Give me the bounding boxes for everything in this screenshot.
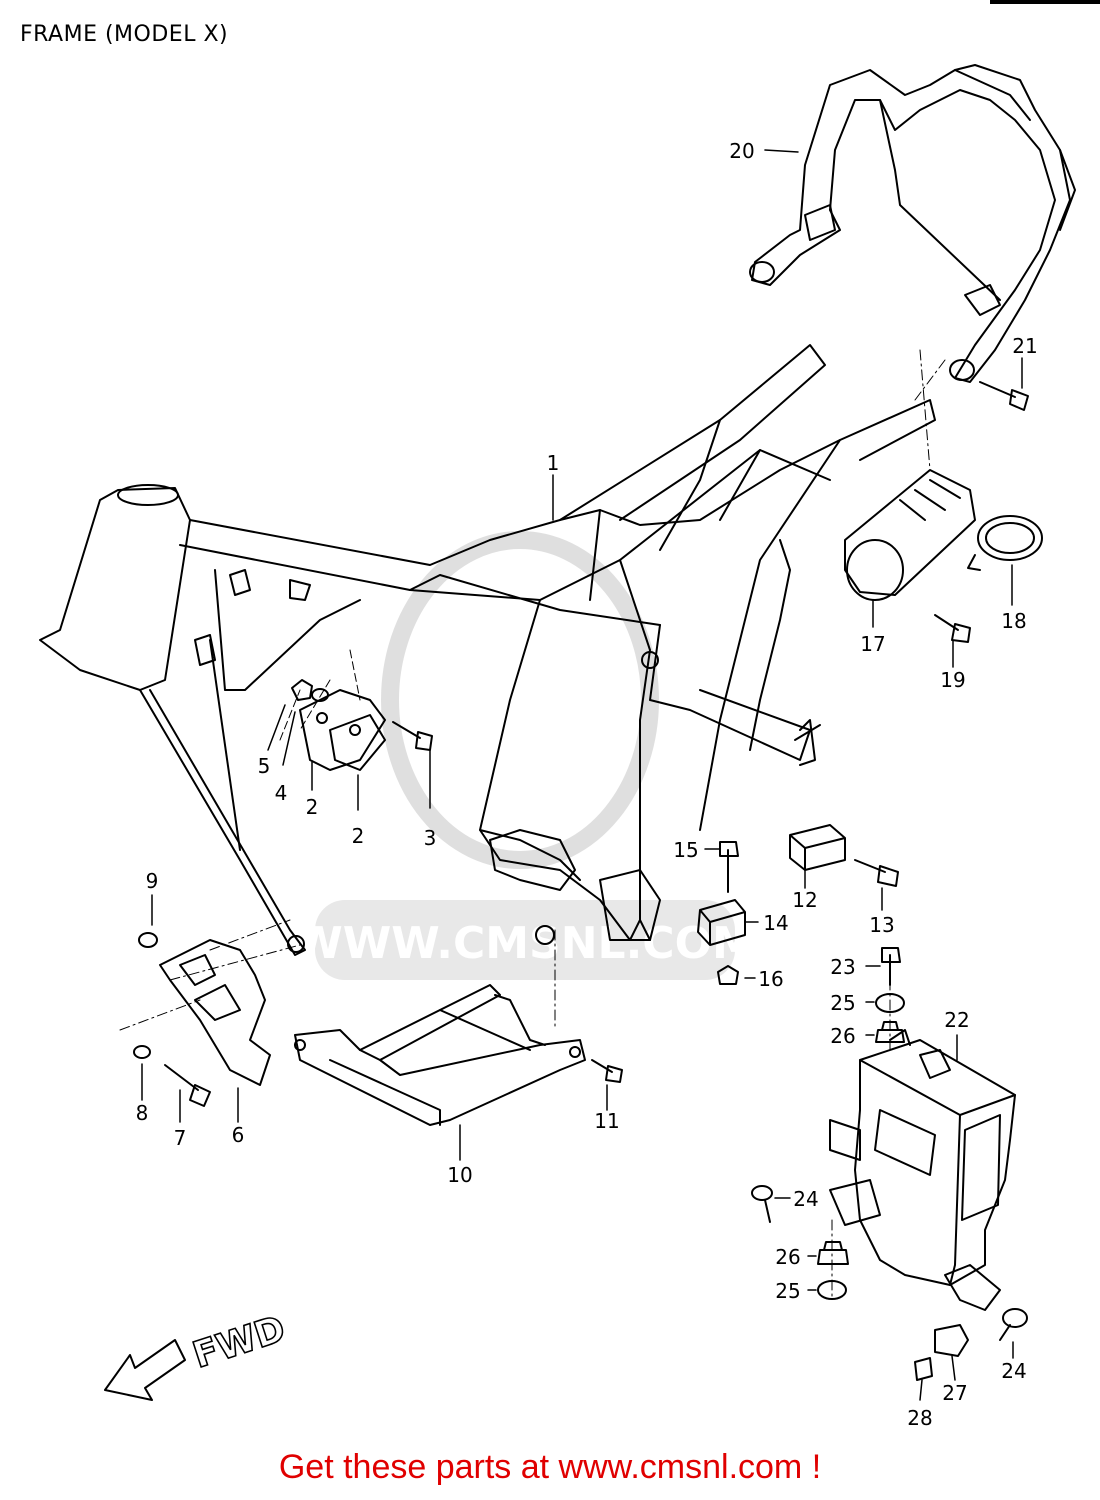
callout-21: 21: [1012, 334, 1037, 358]
callout-17: 17: [860, 632, 885, 656]
grommet-26-lower: [817, 1241, 849, 1265]
cover-17: [844, 469, 976, 601]
washer-8: [133, 1045, 151, 1059]
bolt-19: [934, 614, 971, 643]
callout-5: 5: [258, 754, 271, 778]
callout-12: 12: [792, 888, 817, 912]
main-frame: [39, 344, 936, 956]
footer-link[interactable]: Get these parts at www.cmsnl.com !: [278, 1448, 822, 1486]
callout-13: 13: [869, 913, 894, 937]
callout-9: 9: [146, 869, 159, 893]
callout-27: 27: [942, 1381, 967, 1405]
watermark: WWW.CMSNL.COM: [294, 531, 756, 980]
callout-6: 6: [232, 1123, 245, 1147]
bolt-15: [719, 841, 739, 893]
callout-10: 10: [447, 1163, 472, 1187]
callout-15: 15: [673, 838, 698, 862]
callout-2-right: 2: [352, 824, 365, 848]
nut-27: [934, 1324, 969, 1357]
callout-25-upper: 25: [830, 991, 855, 1015]
callout-14: 14: [763, 911, 788, 935]
top-rule: [990, 0, 1100, 4]
callout-leaders: [141, 149, 1023, 1401]
under-frame-10: [294, 984, 586, 1126]
callout-7: 7: [174, 1126, 187, 1150]
callout-19: 19: [940, 668, 965, 692]
callout-20: 20: [729, 139, 754, 163]
callout-11: 11: [594, 1109, 619, 1133]
callout-24-right: 24: [1001, 1359, 1026, 1383]
nut-5: [291, 679, 313, 701]
battery-holder-22: [829, 1029, 1016, 1311]
callout-4: 4: [275, 781, 288, 805]
callout-26-upper: 26: [830, 1024, 855, 1048]
bolt-23: [881, 947, 901, 986]
callout-2-left: 2: [306, 795, 319, 819]
fwd-arrow-icon: [104, 1339, 186, 1401]
diagram-title: FRAME (MODEL X): [20, 22, 229, 47]
callout-8: 8: [136, 1101, 149, 1125]
engine-bracket-2: [299, 689, 386, 771]
guard-20: [749, 64, 1076, 383]
callout-23: 23: [830, 955, 855, 979]
callout-22: 22: [944, 1008, 969, 1032]
bolt-13: [854, 859, 899, 887]
bolt-21: [979, 381, 1029, 411]
cap-28: [914, 1357, 933, 1381]
footrest-bracket-6: [159, 939, 271, 1086]
callout-3: 3: [424, 826, 437, 850]
screw-24-left: [751, 1185, 773, 1223]
nut-9: [138, 932, 158, 948]
callout-labels: 1 20 21 17 18 19 5 4 2 2 3 9 8 7 6 10 11…: [136, 139, 1038, 1430]
damper-12: [789, 824, 846, 871]
band-18: [967, 515, 1043, 571]
watermark-text: WWW.CMSNL.COM: [294, 918, 756, 969]
callout-28: 28: [907, 1406, 932, 1430]
washer-4: [311, 688, 329, 702]
callout-18: 18: [1001, 609, 1026, 633]
screw-24-right: [999, 1308, 1028, 1341]
callout-24-left: 24: [793, 1187, 818, 1211]
cushion-14: [697, 899, 746, 946]
callout-1: 1: [547, 451, 560, 475]
bolt-7: [164, 1064, 211, 1107]
fwd-label: FWD: [188, 1308, 290, 1376]
bolt-11: [591, 1059, 623, 1083]
callout-16: 16: [758, 967, 783, 991]
nut-16: [717, 965, 739, 985]
callout-26-lower: 26: [775, 1245, 800, 1269]
callout-25-lower: 25: [775, 1279, 800, 1303]
